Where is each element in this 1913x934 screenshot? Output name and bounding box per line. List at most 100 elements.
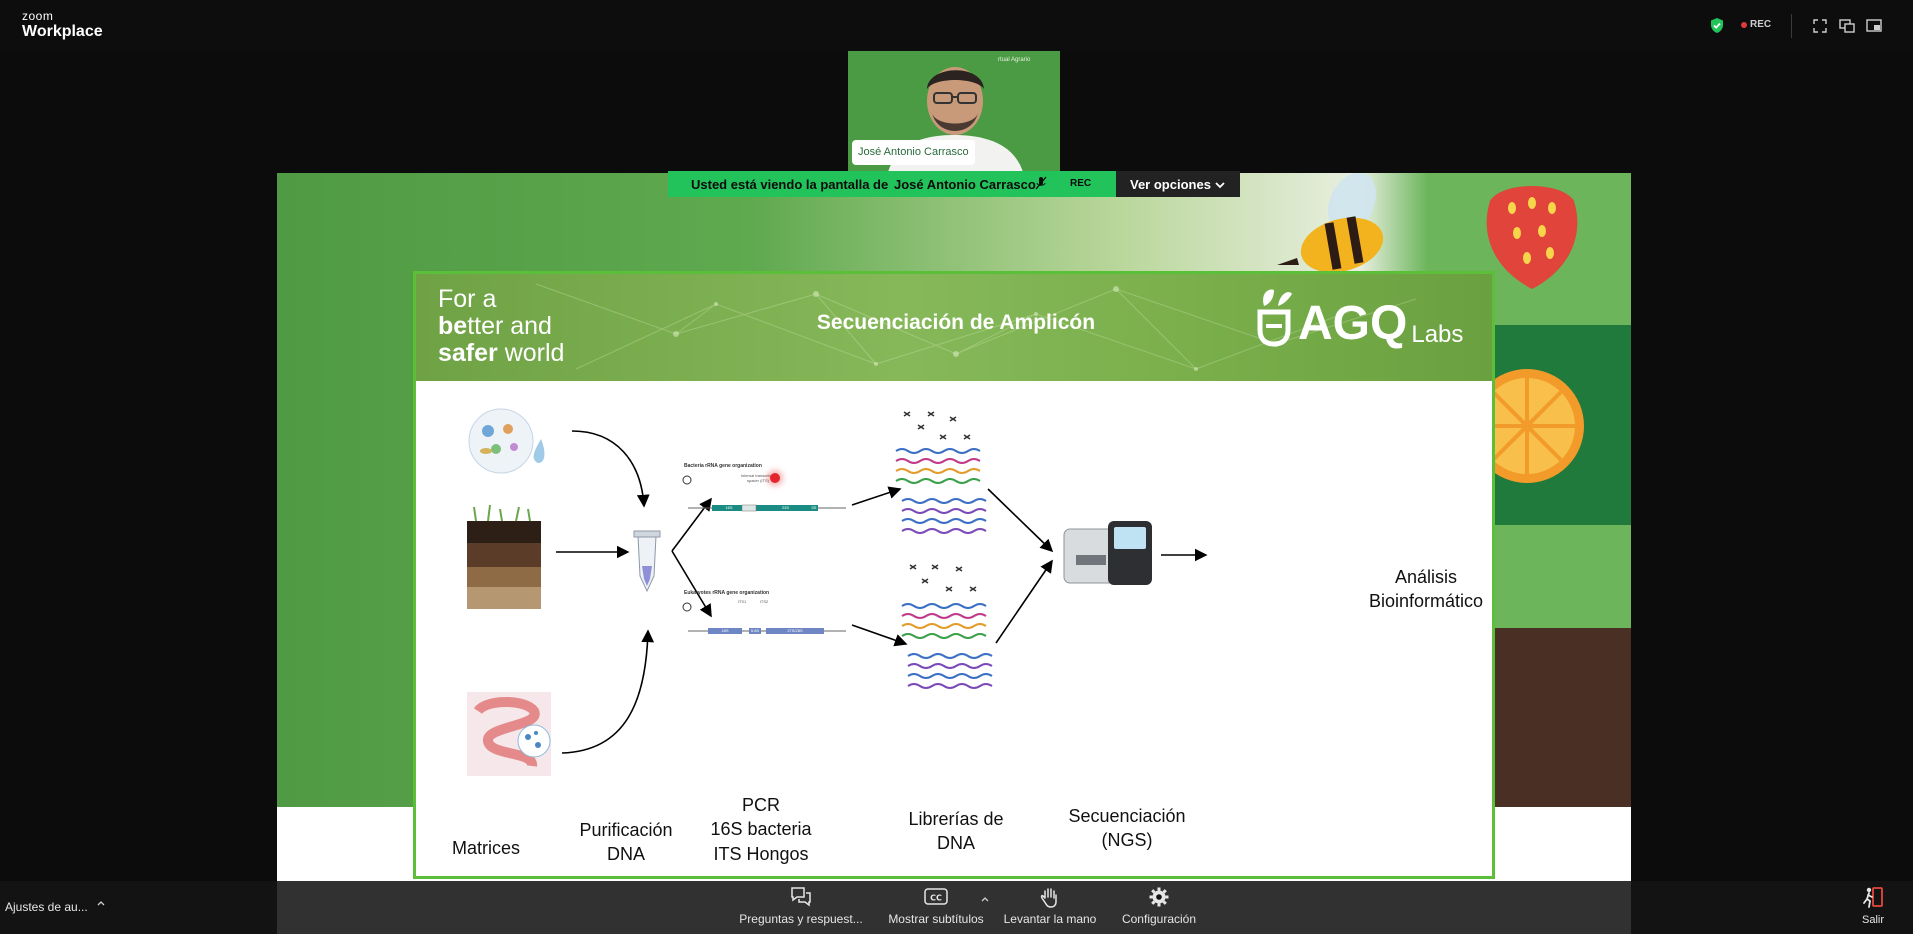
eukaryote-rrna-schematic bbox=[682, 602, 846, 634]
dna-library-top bbox=[895, 411, 987, 534]
gear-icon bbox=[1149, 887, 1169, 907]
shared-screen: For a better and safer world Secuenciaci… bbox=[277, 173, 1631, 881]
ngs-sequencer-image bbox=[1063, 521, 1152, 585]
analysis-label: Análisis Bioinformático bbox=[1356, 565, 1492, 614]
soil-image bbox=[467, 504, 541, 609]
lib-line-2: DNA bbox=[936, 833, 975, 854]
tagline-tter-and: tter and bbox=[467, 312, 552, 340]
its-label: Internal transcribed spacer (ITS) bbox=[740, 473, 776, 483]
camera-bg-text: rtual Agrario bbox=[998, 57, 1031, 63]
intestine-image bbox=[467, 692, 551, 776]
analysis-line-1: Análisis bbox=[1394, 567, 1458, 587]
gene-28s-label: 27S/28S bbox=[787, 628, 803, 633]
view-options-button[interactable]: Ver opciones bbox=[1116, 171, 1240, 197]
presenter-name: José Antonio Carrasco bbox=[894, 177, 1036, 192]
step-matrices: Matrices bbox=[451, 838, 520, 858]
view-options-label: Ver opciones bbox=[1130, 177, 1211, 192]
gene-23s-label: 23S bbox=[781, 505, 790, 510]
tagline-bold-be: be bbox=[438, 312, 468, 340]
viewing-screen-text: Usted está viendo la pantalla de bbox=[691, 177, 889, 192]
its2-label: ITS2 bbox=[759, 599, 769, 604]
view-layout-icon[interactable] bbox=[1839, 19, 1855, 38]
step-purification: Purificación DNA bbox=[566, 818, 686, 867]
dna-library-bottom bbox=[901, 564, 993, 689]
logo-agq-text: AGQ bbox=[1298, 297, 1408, 350]
audio-settings-button[interactable]: Ajustes de au... bbox=[5, 900, 105, 914]
minimize-window-icon[interactable] bbox=[1866, 19, 1882, 38]
slide-header: For a better and safer world Secuenciaci… bbox=[416, 274, 1492, 381]
recording-indicator[interactable]: REC bbox=[1741, 19, 1771, 30]
purif-line-2: DNA bbox=[606, 844, 645, 865]
pcr-line-2: 16S bacteria bbox=[710, 819, 812, 840]
seq-line-1: Secuenciación bbox=[1068, 806, 1186, 826]
tagline-bold-safer: safer bbox=[438, 339, 498, 367]
pcr-line-3: ITS Hongos bbox=[713, 843, 809, 864]
topbar-divider bbox=[1791, 14, 1792, 38]
bacteria-rrna-schematic bbox=[682, 475, 846, 512]
security-shield-icon[interactable] bbox=[1709, 17, 1725, 39]
settings-label: Configuración bbox=[1121, 912, 1197, 926]
raise-hand-label: Levantar la mano bbox=[1003, 912, 1097, 926]
leave-button[interactable]: Salir bbox=[1851, 886, 1895, 926]
participant-video-tile[interactable]: rtual Agrario José Antonio Carrasco bbox=[848, 51, 1060, 172]
raise-hand-button[interactable]: Levantar la mano bbox=[1000, 886, 1100, 926]
workflow-diagram bbox=[467, 408, 1208, 776]
tagline-line-2: better and bbox=[438, 313, 564, 340]
strawberry-icon bbox=[1472, 173, 1592, 298]
water-microbes-image bbox=[468, 408, 545, 474]
agq-leaf-icon bbox=[1257, 289, 1292, 347]
step-sequencing: Secuenciación (NGS) bbox=[1052, 804, 1202, 853]
tagline-line-1: For a bbox=[438, 285, 497, 313]
audio-settings-label: Ajustes de au... bbox=[5, 900, 88, 914]
lib-line-1: Librerías de bbox=[908, 809, 1004, 829]
qa-icon bbox=[791, 887, 811, 907]
eukaryote-rrna-label: Eukaryotes rRNA gene organization bbox=[684, 590, 770, 596]
slide-tagline: For a better and safer world bbox=[438, 286, 564, 367]
gene-18s-label: 18S bbox=[721, 628, 729, 633]
step-libraries: Librerías de DNA bbox=[886, 807, 1026, 856]
logo-zoom-text: zoom bbox=[22, 9, 54, 23]
top-bar: zoom Workplace REC bbox=[0, 0, 1913, 52]
settings-button[interactable]: Configuración bbox=[1114, 886, 1204, 926]
svg-text:CC: CC bbox=[930, 894, 942, 903]
logo-labs-text: Labs bbox=[1411, 321, 1464, 348]
dna-tube-image bbox=[633, 530, 661, 593]
raise-hand-icon bbox=[1040, 888, 1057, 908]
qa-button[interactable]: Preguntas y respuest... bbox=[738, 886, 864, 926]
zoom-workplace-logo: zoom Workplace bbox=[22, 10, 103, 40]
laser-pointer bbox=[770, 473, 780, 483]
closed-captions-icon: CC bbox=[924, 888, 948, 905]
gene-16s-label: 16S bbox=[725, 505, 733, 510]
banner-rec-label: REC bbox=[1070, 178, 1092, 189]
rec-label: REC bbox=[1750, 19, 1772, 30]
rec-dot-icon bbox=[1741, 21, 1747, 28]
agq-labs-logo: AGQ Labs bbox=[1256, 286, 1463, 348]
tagline-line-3: safer world bbox=[438, 340, 564, 367]
meeting-toolbar: Ajustes de au... Preguntas y respuest...… bbox=[0, 881, 1913, 934]
analysis-line-2: Bioinformático bbox=[1368, 591, 1484, 612]
fullscreen-icon[interactable] bbox=[1813, 19, 1827, 38]
captions-button[interactable]: CC Mostrar subtítulos bbox=[882, 886, 990, 926]
caret-up-icon bbox=[97, 895, 105, 909]
gene-5s-label: 5S bbox=[811, 505, 817, 510]
qa-label: Preguntas y respuest... bbox=[739, 912, 863, 926]
orange-slice-icon bbox=[1467, 366, 1587, 491]
bee-icon bbox=[1267, 173, 1397, 288]
pcr-line-1: PCR bbox=[741, 795, 780, 815]
its1-label: ITS1 bbox=[737, 599, 747, 604]
captions-caret-up-icon[interactable] bbox=[981, 889, 989, 907]
leave-meeting-icon bbox=[1863, 887, 1883, 908]
slide-title: Secuenciación de Amplicón bbox=[816, 311, 1096, 334]
toolbar-overlay bbox=[277, 881, 1631, 934]
seq-line-2: (NGS) bbox=[1101, 830, 1153, 851]
purif-line-1: Purificación bbox=[579, 820, 673, 840]
step-pcr: PCR 16S bacteria ITS Hongos bbox=[696, 793, 826, 866]
gene-58s-label: 5.8S bbox=[750, 628, 760, 633]
mic-muted-icon bbox=[1035, 176, 1047, 193]
bacteria-rrna-label: Bacteria rRNA gene organization bbox=[684, 463, 762, 469]
logo-workplace-text: Workplace bbox=[22, 23, 103, 40]
participant-name-label: José Antonio Carrasco bbox=[852, 140, 975, 165]
leave-label: Salir bbox=[1861, 914, 1884, 926]
chevron-down-icon bbox=[1214, 178, 1226, 193]
